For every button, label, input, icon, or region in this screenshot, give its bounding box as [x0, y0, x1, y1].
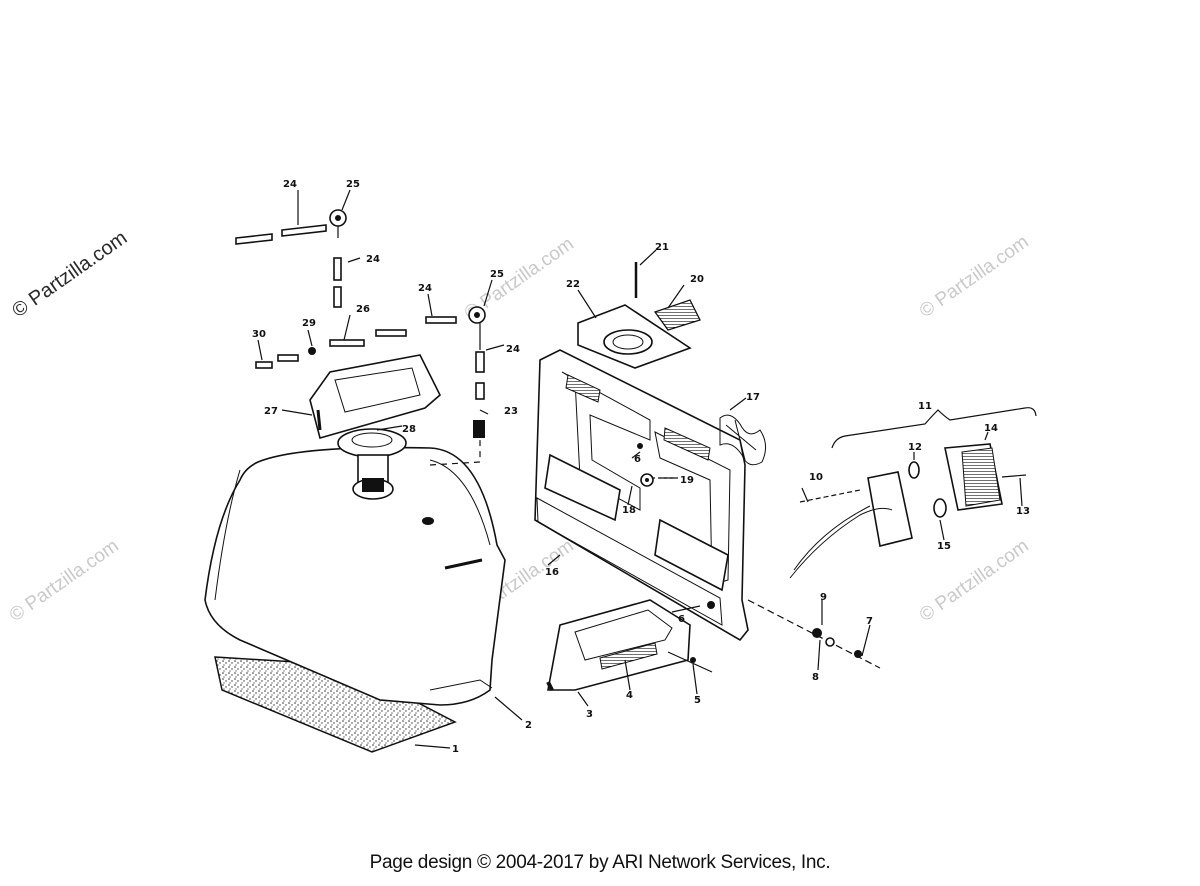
callout-5: 5 — [694, 695, 701, 706]
callout-1: 1 — [452, 744, 459, 755]
callout-25: 25 — [490, 269, 504, 280]
callout-12: 12 — [908, 442, 922, 453]
callout-13: 13 — [1016, 506, 1030, 517]
fuel-tank-part — [204, 446, 506, 706]
callout-24: 24 — [283, 179, 297, 190]
callout-24: 24 — [366, 254, 380, 265]
callout-23: 23 — [504, 406, 518, 417]
callout-2: 2 — [525, 720, 532, 731]
leader-lines — [257, 189, 1023, 749]
callout-3: 3 — [586, 709, 593, 720]
watermark: © Partzilla.com — [6, 535, 123, 626]
callout-8: 8 — [812, 672, 819, 683]
fuel-line-parts — [235, 209, 486, 466]
callout-26: 26 — [356, 304, 370, 315]
taillight-parts — [789, 443, 1027, 579]
callout-18: 18 — [622, 505, 636, 516]
callout-22: 22 — [566, 279, 580, 290]
fuel-cap-part — [337, 428, 407, 500]
watermark: © Partzilla.com — [916, 535, 1033, 626]
frame-part — [534, 349, 749, 642]
callout-27: 27 — [264, 406, 278, 417]
group-bracket — [831, 407, 1037, 449]
callout-7: 7 — [866, 616, 873, 627]
fastener-parts — [667, 599, 881, 673]
callout-10: 10 — [809, 472, 823, 483]
callout-15: 15 — [937, 541, 951, 552]
watermark-primary: © Partzilla.com — [8, 227, 131, 322]
callout-6: 6 — [634, 454, 641, 465]
callout-19: 19 — [680, 475, 694, 486]
callout-29: 29 — [302, 318, 316, 329]
callout-20: 20 — [690, 274, 704, 285]
handle-bracket-part — [309, 354, 441, 439]
copyright-footer: Page design © 2004-2017 by ARI Network S… — [369, 852, 831, 873]
callout-4: 4 — [626, 690, 633, 701]
callout-21: 21 — [655, 242, 669, 253]
callout-24: 24 — [418, 283, 432, 294]
callout-25: 25 — [346, 179, 360, 190]
callout-30: 30 — [252, 329, 266, 340]
plate-part — [653, 299, 701, 331]
lower-housing-part — [546, 599, 691, 691]
callout-6: 6 — [678, 614, 685, 625]
callout-labels: 1 2 3 4 5 6 6 7 8 9 10 11 12 13 14 15 16… — [252, 179, 1030, 755]
callout-9: 9 — [820, 592, 827, 603]
callout-14: 14 — [984, 423, 998, 434]
callout-11: 11 — [918, 401, 932, 412]
watermark: © Partzilla.com — [916, 231, 1033, 322]
callout-17: 17 — [746, 392, 760, 403]
watermark-group: © Partzilla.com © Partzilla.com © Partzi… — [6, 227, 1033, 626]
callout-28: 28 — [402, 424, 416, 435]
top-plate-part — [577, 304, 692, 369]
callout-16: 16 — [545, 567, 559, 578]
decal-part — [719, 414, 766, 466]
callout-24: 24 — [506, 344, 520, 355]
